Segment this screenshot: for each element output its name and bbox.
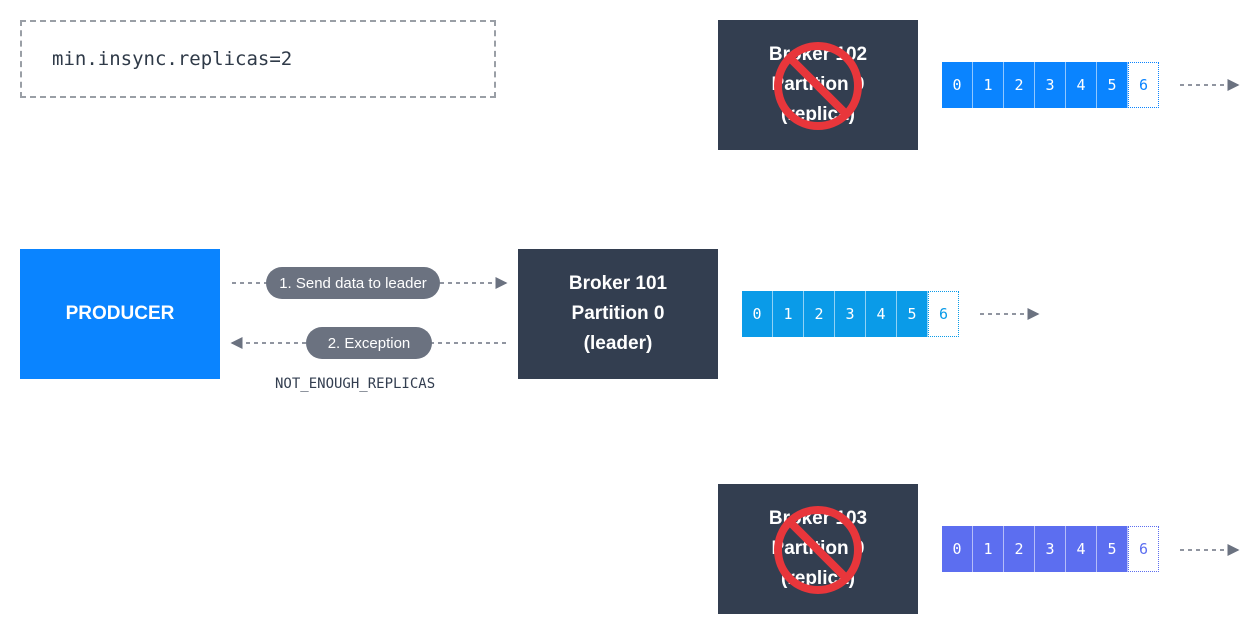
log-offset: 3 bbox=[1035, 526, 1066, 572]
send-message-pill: 1. Send data to leader bbox=[266, 267, 440, 299]
log-offset-pending: 6 bbox=[1128, 526, 1159, 572]
log-offset: 5 bbox=[1097, 526, 1128, 572]
log-offset: 5 bbox=[897, 291, 928, 337]
log-offset: 4 bbox=[1066, 526, 1097, 572]
log-offset: 4 bbox=[1066, 62, 1097, 108]
prohibited-icon bbox=[774, 506, 862, 594]
log-offset: 2 bbox=[1004, 62, 1035, 108]
broker-role: (leader) bbox=[583, 333, 653, 354]
producer-label: PRODUCER bbox=[65, 303, 175, 324]
log-offset: 1 bbox=[773, 291, 804, 337]
config-box: min.insync.replicas=2 bbox=[20, 20, 496, 98]
log-offset: 0 bbox=[942, 526, 973, 572]
broker-partition: Partition 0 bbox=[571, 303, 665, 324]
log-offset: 3 bbox=[1035, 62, 1066, 108]
broker-103: Broker 103 Partition 0 (replica) bbox=[718, 484, 918, 614]
log-offset: 0 bbox=[742, 291, 773, 337]
log-offset: 4 bbox=[866, 291, 897, 337]
log-offset: 1 bbox=[973, 526, 1004, 572]
producer-box: PRODUCER bbox=[20, 249, 220, 379]
config-text: min.insync.replicas=2 bbox=[52, 48, 293, 70]
broker-101: Broker 101 Partition 0 (leader) bbox=[518, 249, 718, 379]
send-message-label: 1. Send data to leader bbox=[279, 274, 427, 292]
broker-102: Broker 102 Partition 0 (replica) bbox=[718, 20, 918, 150]
error-code: NOT_ENOUGH_REPLICAS bbox=[275, 376, 436, 392]
log-offset: 2 bbox=[804, 291, 835, 337]
log-offset-pending: 6 bbox=[928, 291, 959, 337]
log-offset: 5 bbox=[1097, 62, 1128, 108]
log-offset: 0 bbox=[942, 62, 973, 108]
log-offset: 1 bbox=[973, 62, 1004, 108]
exception-message-label: 2. Exception bbox=[327, 334, 411, 352]
broker-name: Broker 101 bbox=[568, 273, 668, 294]
log-offset-pending: 6 bbox=[1128, 62, 1159, 108]
log-offset: 3 bbox=[835, 291, 866, 337]
prohibited-icon bbox=[774, 42, 862, 130]
exception-message-pill: 2. Exception bbox=[306, 327, 432, 359]
log-offset: 2 bbox=[1004, 526, 1035, 572]
